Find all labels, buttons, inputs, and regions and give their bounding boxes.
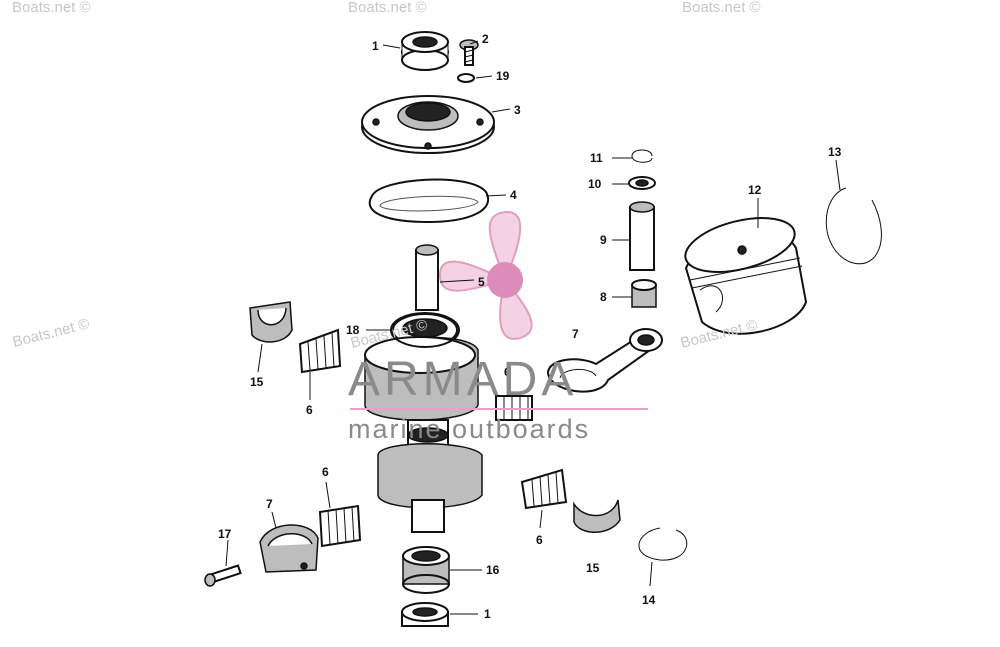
- callout-5: 5: [478, 275, 485, 289]
- part-2-screw: [459, 39, 479, 66]
- callout-15-right: 15: [586, 561, 600, 575]
- part-14-retaining-ring: [638, 527, 688, 561]
- callout-6-middle: 6: [504, 365, 511, 379]
- callout-11: 11: [590, 151, 603, 165]
- callout-12: 12: [748, 183, 762, 197]
- callout-1-top: 1: [372, 39, 379, 53]
- part-5-crankshaft: [364, 244, 483, 533]
- watermark-text-2: Boats.net ©: [348, 0, 427, 16]
- callout-6-right: 6: [536, 533, 543, 547]
- part-4-gasket: [368, 178, 489, 224]
- part-16-roller-bearing: [402, 546, 450, 594]
- propeller-logo-icon: [438, 210, 533, 340]
- watermark-text-3: Boats.net ©: [682, 0, 761, 16]
- part-11-retaining-ring: [631, 149, 653, 163]
- part-12-piston: [684, 217, 808, 335]
- callout-14: 14: [642, 593, 656, 607]
- callout-8: 8: [600, 290, 607, 304]
- callout-7-right: 7: [572, 327, 579, 341]
- callout-15-left: 15: [250, 375, 264, 389]
- part-9-piston-pin: [629, 201, 655, 271]
- brand-subtitle: marine outboards: [348, 414, 590, 444]
- watermark-text-1: Boats.net ©: [12, 0, 91, 16]
- callout-16: 16: [486, 563, 500, 577]
- part-8-needle-bearing: [631, 279, 657, 308]
- callout-6-left: 6: [306, 403, 313, 417]
- callout-13: 13: [828, 145, 842, 159]
- part-1-seal-bottom: [401, 602, 449, 627]
- part-7-connecting-rod: [546, 328, 663, 393]
- brand-title: ARMADA: [348, 353, 577, 406]
- part-13-piston-ring: [825, 187, 882, 265]
- part-19-washer: [457, 73, 475, 83]
- callout-10: 10: [588, 177, 602, 191]
- callout-4: 4: [510, 188, 517, 202]
- callout-6-lower: 6: [322, 465, 329, 479]
- part-7-rod-cap: [259, 524, 319, 573]
- part-3-bearing-housing: [361, 95, 495, 154]
- part-6-roller-bearing-left: [298, 328, 342, 374]
- callout-9: 9: [600, 233, 607, 247]
- callout-18: 18: [346, 323, 360, 337]
- callout-2: 2: [482, 32, 489, 46]
- part-6-roller-bearing-lower: [318, 504, 362, 548]
- callout-labels: 1 2 19 3 4 5 18 11 10 9 8 7 12 13 15 6 6…: [218, 32, 842, 621]
- callout-3: 3: [514, 103, 521, 117]
- watermark-text-4: Boats.net ©: [11, 315, 91, 351]
- part-10-thrust-washer: [628, 176, 656, 190]
- callout-19: 19: [496, 69, 510, 83]
- callout-1-bottom: 1: [484, 607, 491, 621]
- part-15-bearing-cage-right: [573, 499, 621, 533]
- part-1-seal-top: [401, 31, 449, 71]
- part-6-roller-bearing-right: [520, 468, 568, 510]
- callout-17: 17: [218, 527, 232, 541]
- callout-7-left: 7: [266, 497, 273, 511]
- part-15-bearing-cage-left: [249, 301, 293, 343]
- leader-lines: [225, 40, 841, 615]
- part-17-rod-bolt: [204, 564, 242, 587]
